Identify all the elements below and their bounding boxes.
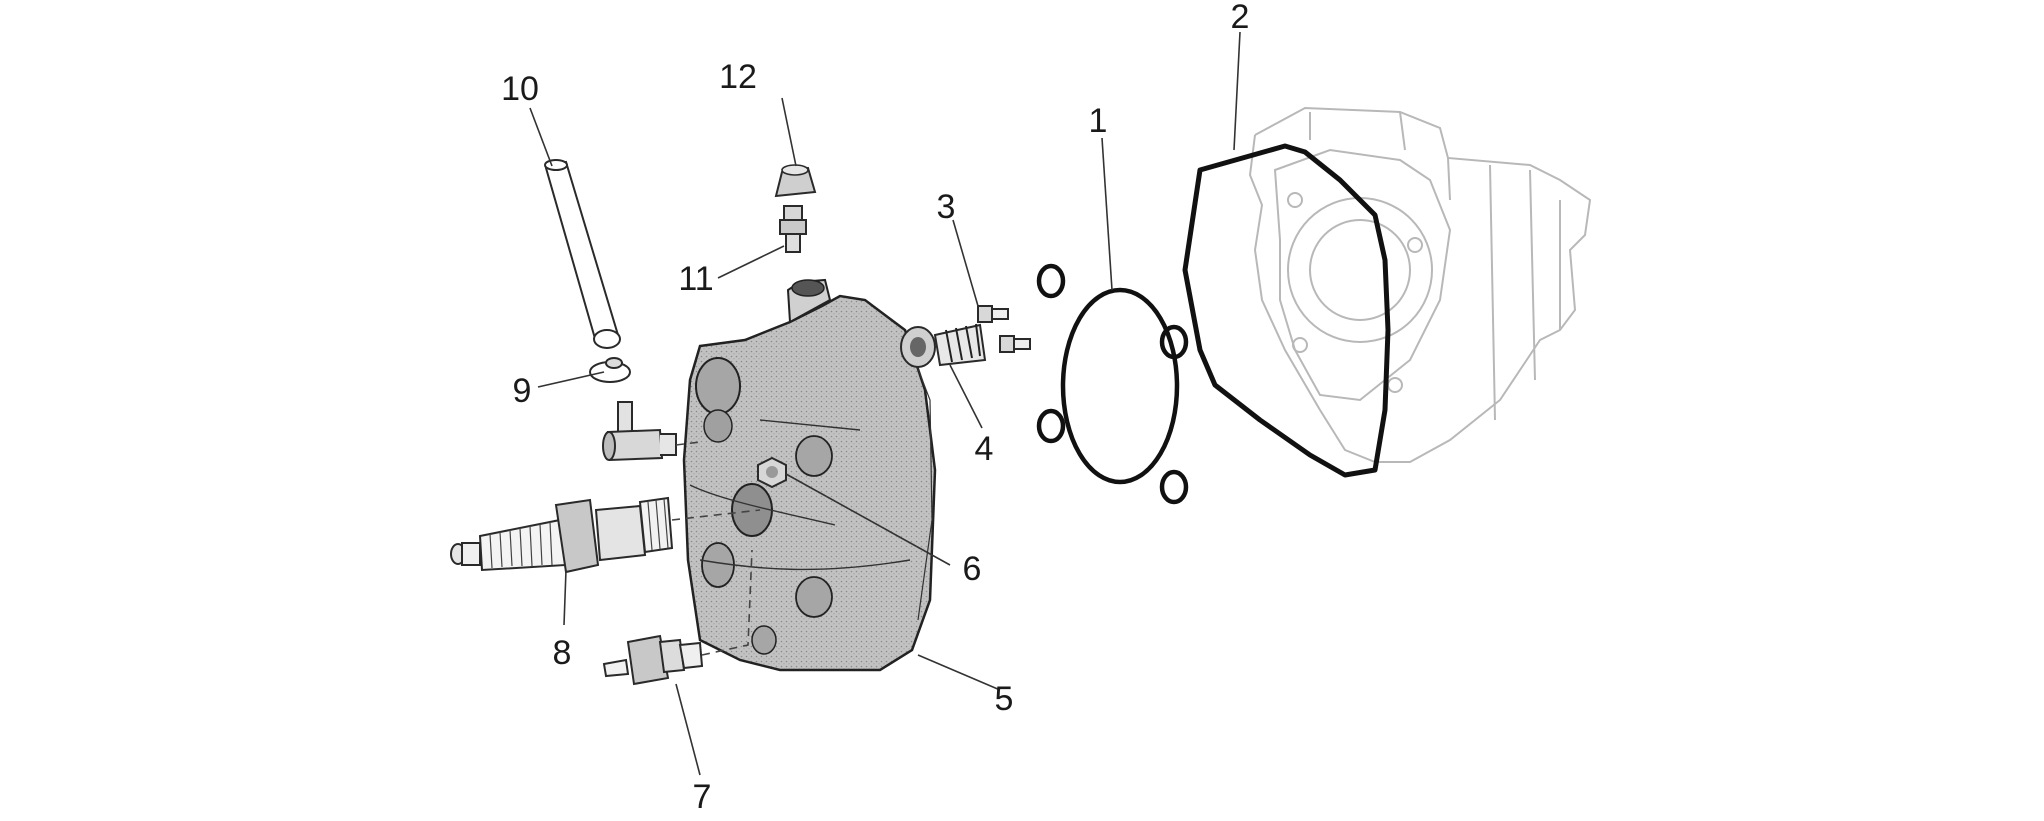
callout-2: 2 bbox=[1231, 0, 1250, 36]
callout-5: 5 bbox=[995, 680, 1014, 718]
callout-4: 4 bbox=[975, 430, 994, 468]
sensor-axis-line bbox=[701, 549, 753, 656]
callout-12: 12 bbox=[719, 58, 757, 96]
callout-9: 9 bbox=[513, 372, 532, 410]
cylinder-ghost bbox=[1248, 106, 1592, 463]
coolant-hose bbox=[544, 159, 621, 349]
head-nut bbox=[757, 456, 787, 489]
callout-11: 11 bbox=[678, 260, 713, 298]
spark-plug bbox=[450, 496, 674, 574]
elbow-fitting bbox=[602, 401, 677, 462]
head-gasket bbox=[1036, 263, 1189, 505]
bleed-screw bbox=[779, 205, 807, 253]
hose-clamp bbox=[589, 357, 631, 383]
cylinder-gasket bbox=[1182, 143, 1391, 478]
callout-6: 6 bbox=[963, 550, 982, 588]
callout-8: 8 bbox=[553, 634, 572, 672]
callout-10: 10 bbox=[501, 70, 539, 108]
cylinder-head bbox=[682, 278, 937, 672]
plug-axis-line bbox=[671, 509, 761, 521]
callout-3: 3 bbox=[937, 188, 956, 226]
callout-1: 1 bbox=[1089, 102, 1108, 140]
callout-7: 7 bbox=[693, 778, 712, 816]
fitting-axis-line bbox=[675, 441, 701, 446]
screws bbox=[977, 305, 1031, 353]
thermostat bbox=[900, 323, 987, 368]
callout-labels: 1 2 3 4 5 6 7 8 9 10 11 12 bbox=[501, 0, 1249, 816]
temperature-sensor bbox=[602, 634, 704, 686]
bleed-cap bbox=[774, 164, 817, 198]
leader-lines bbox=[529, 31, 1241, 776]
